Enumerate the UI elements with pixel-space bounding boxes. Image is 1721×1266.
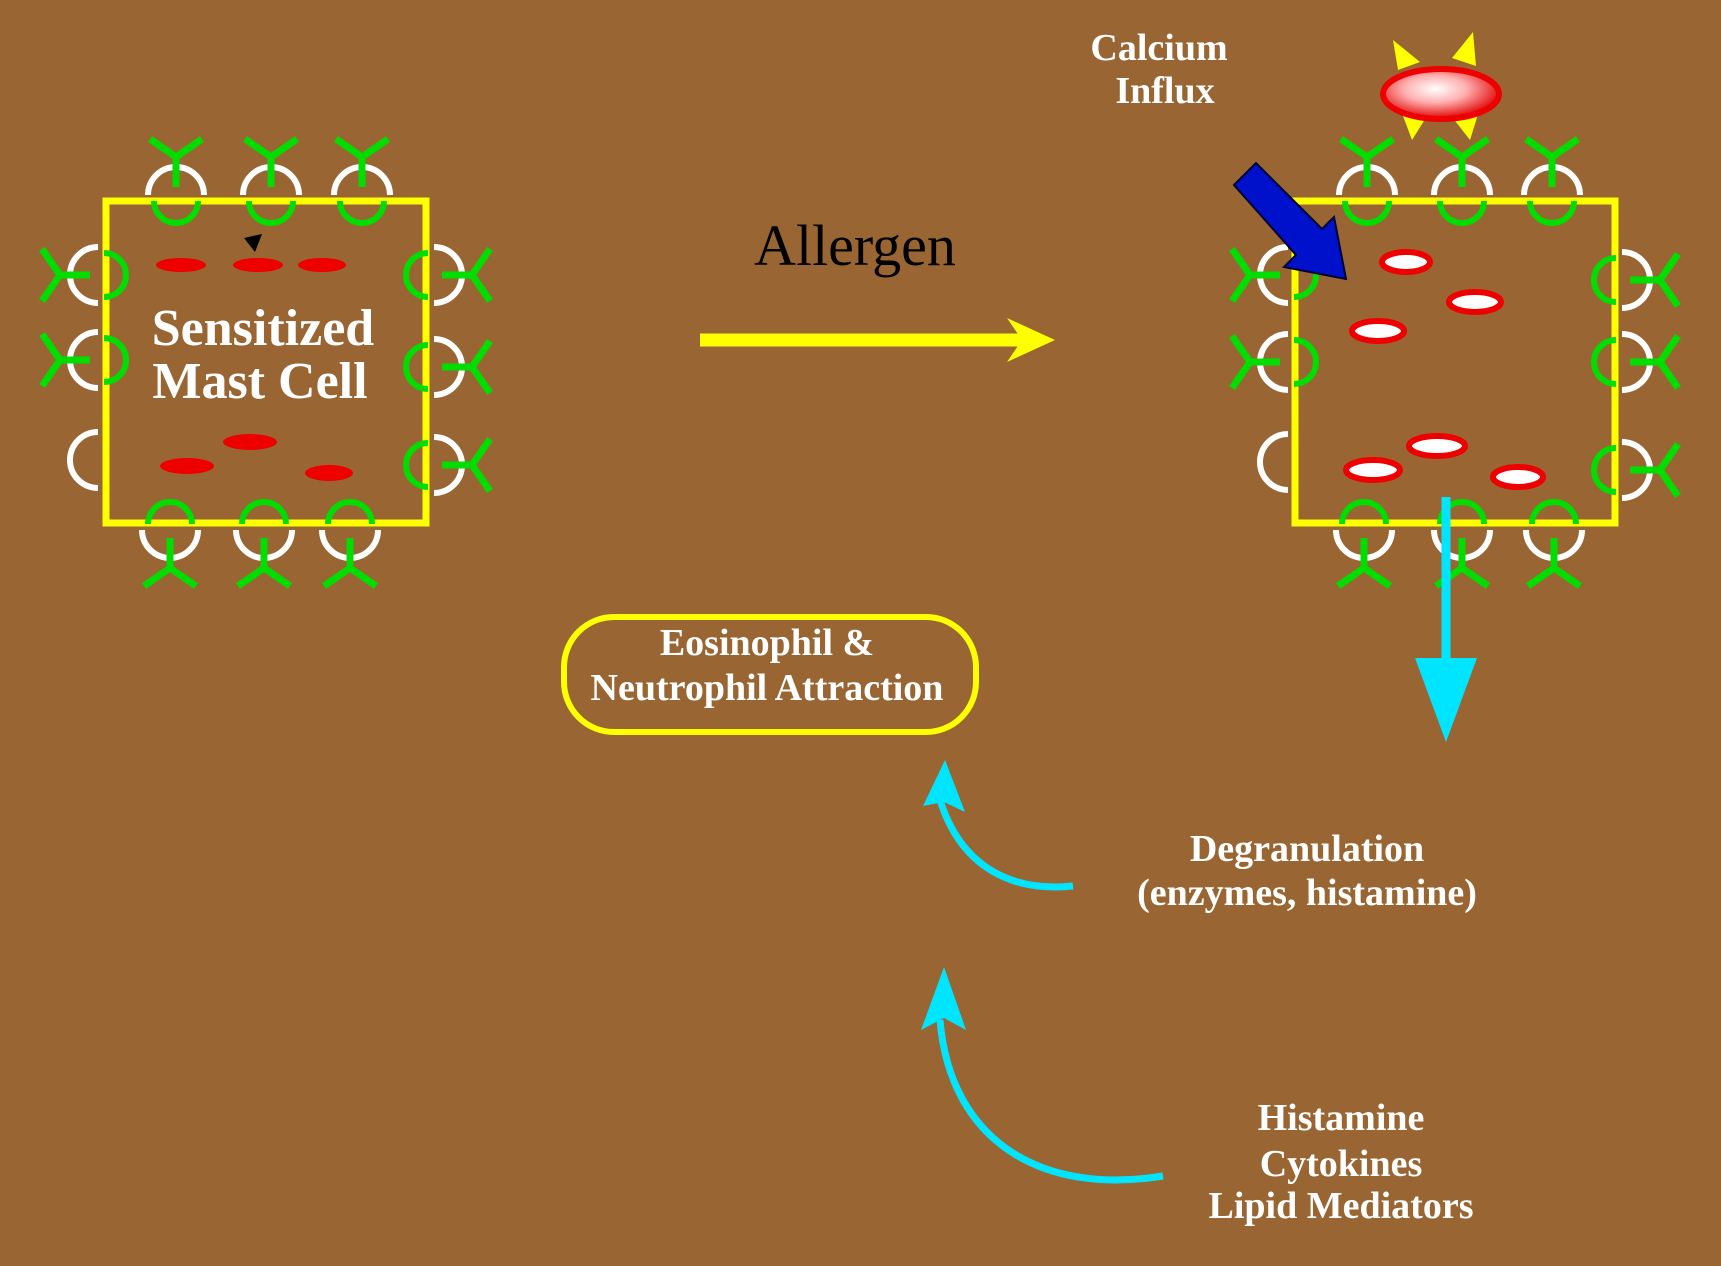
calcium-label-line2: Influx [1115,70,1214,112]
receptor-antibody [42,332,126,388]
left-cell-membrane [102,197,430,527]
mediators-to-attraction-arrow [921,967,1164,1184]
receptor-antibody [322,502,378,586]
calcium-label-line1: Calcium [1090,27,1227,69]
receptor-antibody [406,247,490,303]
degranulation-line2: (enzymes, histamine) [1137,872,1477,914]
mediators-line1: Histamine [1258,1097,1425,1139]
receptor-antibody [1434,139,1490,223]
granule [298,258,346,272]
sensitized-mast-cell: Sensitized Mast Cell [42,139,490,586]
granule [223,434,277,450]
receptor-antibody [406,437,490,493]
granule [1490,464,1546,490]
attraction-line2: Neutrophil Attraction [591,667,944,709]
receptor-antibody [334,139,390,223]
granule [1446,289,1504,315]
granule [233,258,283,272]
activated-mast-cell: Calcium Influx [1090,27,1678,742]
receptor-antibody [1336,502,1392,586]
left-cell-label-line1: Sensitized [152,300,375,357]
allergen-arrow: Allergen [700,213,1055,362]
granule [1406,433,1468,459]
receptor-antibody [1339,139,1395,223]
receptor-antibody [243,139,299,223]
allergen-label: Allergen [754,213,956,278]
granule [305,465,353,481]
receptor-antibody [406,339,490,395]
receptor-antibody [1594,252,1678,308]
receptor-antibody [142,502,198,586]
degranulation-line1: Degranulation [1190,828,1424,870]
granule [160,458,214,474]
mediators-line3: Lipid Mediators [1209,1185,1474,1227]
receptor-antibody [148,139,204,223]
granule [1349,318,1407,344]
receptor-antibody [1526,502,1582,586]
granule [1379,249,1433,275]
calcium-influx-arrow [1232,161,1348,281]
receptor [70,432,98,488]
granule [1343,457,1403,483]
receptor-antibody [1594,442,1678,498]
degranulation-to-attraction-arrow [923,760,1074,891]
receptor-antibody [236,502,292,586]
receptor-antibody [1524,139,1580,223]
granule [156,258,206,272]
receptor-antibody [1594,334,1678,390]
pointer-icon [244,234,262,252]
left-cell-label-line2: Mast Cell [152,353,367,410]
receptor-antibody [42,247,126,303]
mediators-line2: Cytokines [1260,1143,1423,1185]
left-granules [156,234,353,481]
attraction-box: Eosinophil & Neutrophil Attraction [561,614,979,735]
right-granules [1343,249,1546,490]
receptor [1260,434,1288,490]
allergen-icon [1380,32,1502,140]
degranulation-arrow [1415,497,1477,742]
receptor-antibody [1232,334,1316,390]
attraction-line1: Eosinophil & [660,622,874,664]
right-cell-membrane [1291,197,1619,527]
